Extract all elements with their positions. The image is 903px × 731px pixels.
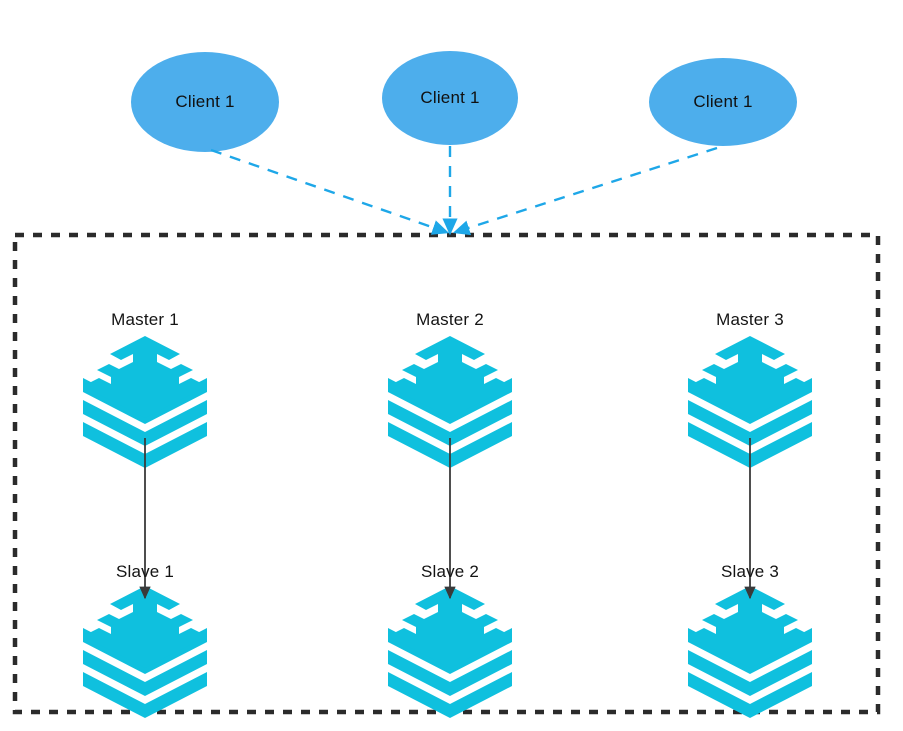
slave-label-3: Slave 3 <box>720 562 780 581</box>
master-label-2: Master 2 <box>416 310 484 329</box>
client-label-3: Client 1 <box>693 92 753 111</box>
client-link-3 <box>452 146 718 236</box>
master-label-1: Master 1 <box>111 310 179 329</box>
client-node-3[interactable] <box>649 58 797 146</box>
client-link-1 <box>210 148 450 235</box>
client-label-2: Client 1 <box>420 88 480 107</box>
slave-icon-1[interactable] <box>83 586 207 718</box>
slave-icon-3[interactable] <box>688 586 812 718</box>
client-label-1: Client 1 <box>175 92 235 111</box>
slave-label-2: Slave 2 <box>420 562 480 581</box>
client-node-1[interactable] <box>131 52 279 152</box>
slave-label-1: Slave 1 <box>115 562 175 581</box>
master-label-3: Master 3 <box>716 310 784 329</box>
client-node-2[interactable] <box>382 51 518 145</box>
slave-icon-2[interactable] <box>388 586 512 718</box>
